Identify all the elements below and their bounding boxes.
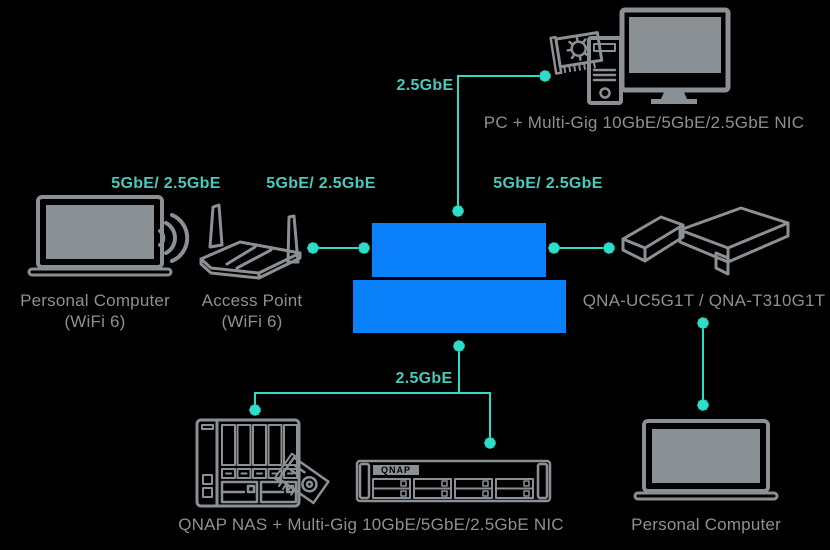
speed-label-switch-adapters: 5GbE/ 2.5GbE xyxy=(493,175,603,192)
port-dot xyxy=(603,242,615,254)
wire-switch-to-pc xyxy=(457,75,545,211)
caption-pc-nic: PC + Multi-Gig 10GbE/5GbE/2.5GbE NIC xyxy=(483,113,805,132)
port-dot xyxy=(307,242,319,254)
speed-label-switch-nas: 2.5GbE xyxy=(395,370,453,387)
nas-brand-logo: QNAP xyxy=(381,465,411,475)
port-dot xyxy=(358,242,370,254)
caption-laptop-wifi: Personal Computer (WiFi 6) xyxy=(20,290,170,332)
wifi-waves-icon xyxy=(158,213,190,263)
port-dot xyxy=(484,437,496,449)
port-dot xyxy=(548,242,560,254)
port-dot xyxy=(697,399,709,411)
speed-label-ap-switch: 5GbE/ 2.5GbE xyxy=(266,175,376,192)
caption-laptop-wifi-line2: (WiFi 6) xyxy=(64,312,126,331)
port-dot xyxy=(697,317,709,329)
caption-adapters: QNA-UC5G1T / QNA-T310G1T xyxy=(582,291,826,310)
wire-nas-branch xyxy=(254,392,491,443)
nic-card-icon xyxy=(273,452,330,505)
port-dot xyxy=(452,205,464,217)
port-dot xyxy=(453,340,465,352)
tower-nas-nic-icon xyxy=(195,418,330,508)
network-adapters-icon xyxy=(621,206,790,276)
laptop-icon xyxy=(27,195,173,277)
speed-label-wifi: 5GbE/ 2.5GbE xyxy=(111,175,221,192)
access-point-icon xyxy=(199,203,302,280)
laptop-icon xyxy=(633,419,779,501)
speed-label-switch-pc: 2.5GbE xyxy=(396,77,454,94)
caption-access-point: Access Point (WiFi 6) xyxy=(202,290,303,332)
caption-laptop-wifi-line1: Personal Computer xyxy=(20,291,170,310)
caption-nas: QNAP NAS + Multi-Gig 10GbE/5GbE/2.5GbE N… xyxy=(178,515,564,534)
port-dot xyxy=(539,70,551,82)
caption-access-point-line2: (WiFi 6) xyxy=(221,312,283,331)
caption-laptop-right: Personal Computer xyxy=(631,515,781,534)
nic-card-icon xyxy=(549,31,604,75)
caption-access-point-line1: Access Point xyxy=(201,291,303,310)
rackmount-nas-icon: QNAP xyxy=(355,459,552,503)
switch-body-bottom xyxy=(353,280,566,333)
desktop-pc-nic-icon xyxy=(549,7,731,105)
port-dot xyxy=(249,404,261,416)
switch-body-top xyxy=(372,223,546,277)
